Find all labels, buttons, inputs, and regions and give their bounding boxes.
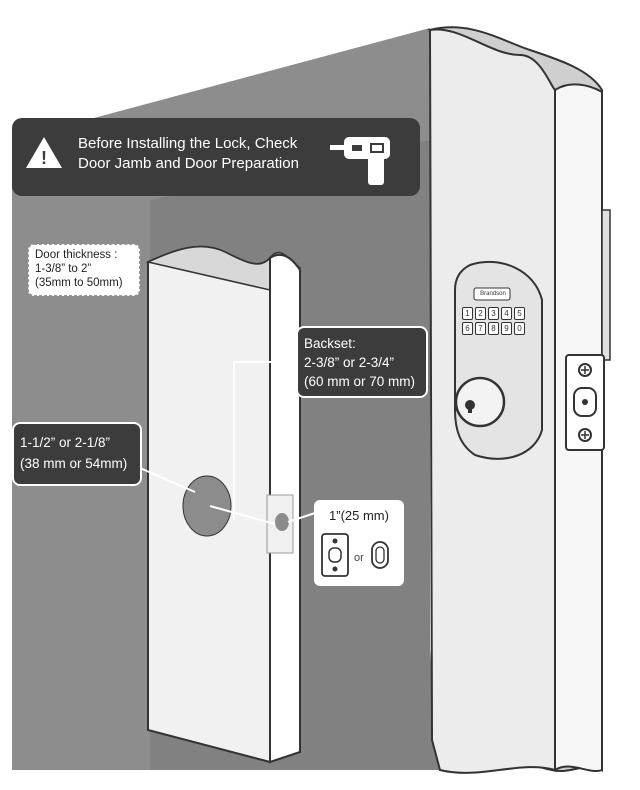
key-1: 1 [462,307,473,320]
latch-hole [275,513,289,531]
key-7: 7 [475,322,486,335]
drill-icon [330,137,390,185]
warning-icon [26,137,62,168]
latch-plate-round [371,541,389,569]
keypad-grid: 1 2 3 4 5 6 7 8 9 0 [462,307,525,335]
header-title: Before Installing the Lock, Check Door J… [78,134,348,174]
key-0: 0 [514,322,525,335]
header-title-line1: Before Installing the Lock, Check [78,135,298,152]
latch-hole-size: 1”(25 mm) [329,508,389,523]
latch-hole-callout: 1”(25 mm) or [314,500,404,586]
key-2: 2 [475,307,486,320]
door-thickness-line1: Door thickness : [35,249,118,261]
backset-leader [233,361,300,520]
prep-door [145,245,302,764]
door-thickness-line3: (35mm to 50mm) [35,277,123,289]
latch-plate-square [321,533,349,577]
key-5: 5 [514,307,525,320]
key-4: 4 [501,307,512,320]
backset-line3: (60 mm or 70 mm) [304,374,416,389]
warning-symbol: ! [41,148,47,168]
latch-or-text: or [354,552,364,564]
latch-options [321,533,389,577]
backset-arrow [209,505,276,525]
keypad-brand: Brandson [480,291,506,297]
bore-hole [182,475,232,537]
door-thickness-line2: 1-3/8” to 2” [35,263,92,275]
bore-hole-line1: 1-1/2” or 2-1/8” [20,435,111,450]
key-9: 9 [501,322,512,335]
backset-line1: Backset: [304,336,356,351]
key-8: 8 [488,322,499,335]
bore-hole-line2: (38 mm or 54mm) [20,456,128,471]
backset-line2: 2-3/8” or 2-3/4” [304,355,395,370]
key-6: 6 [462,322,473,335]
door-thickness-callout: Door thickness : 1-3/8” to 2” (35mm to 5… [28,244,140,296]
header-title-line2: Door Jamb and Door Preparation [78,155,299,172]
bore-leader [139,467,196,493]
key-3: 3 [488,307,499,320]
bore-hole-callout: 1-1/2” or 2-1/8” (38 mm or 54mm) [12,422,142,486]
latch-leader [287,511,319,523]
header-bar [12,118,420,196]
backset-callout: Backset: 2-3/8” or 2-3/4” (60 mm or 70 m… [296,326,428,398]
